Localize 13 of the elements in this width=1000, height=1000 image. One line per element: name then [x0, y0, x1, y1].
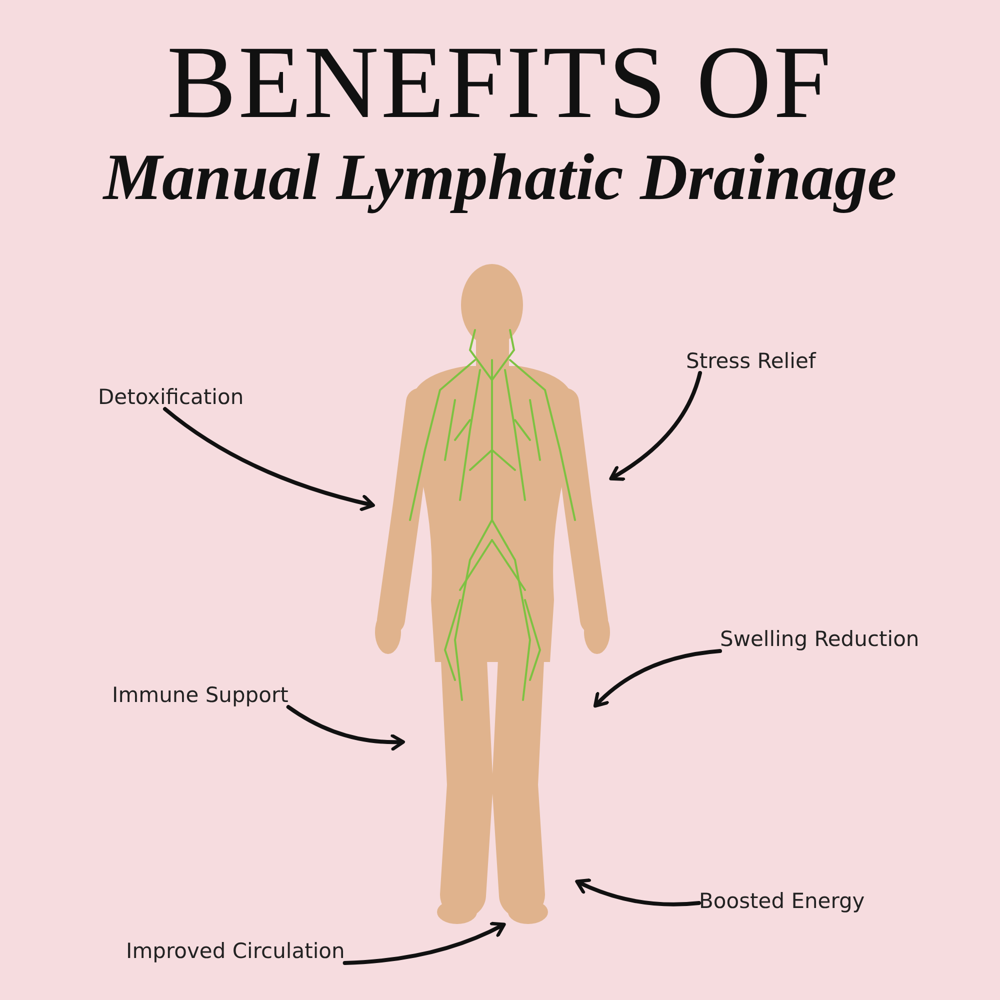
curved-arrow	[286, 705, 405, 750]
benefit-label: Stress Relief	[686, 349, 816, 373]
curved-arrow	[342, 922, 506, 965]
curved-arrow	[609, 371, 702, 481]
curved-arrow	[593, 649, 722, 708]
benefit-label: Immune Support	[112, 683, 288, 707]
curved-arrow	[575, 878, 701, 906]
benefit-label: Detoxification	[98, 385, 244, 409]
benefit-label: Swelling Reduction	[720, 627, 920, 651]
title: BENEFITS OF Manual Lymphatic Drainage	[102, 28, 898, 216]
curved-arrow	[163, 407, 375, 511]
benefit-label: Boosted Energy	[699, 889, 865, 913]
benefit-label: Improved Circulation	[126, 939, 345, 963]
